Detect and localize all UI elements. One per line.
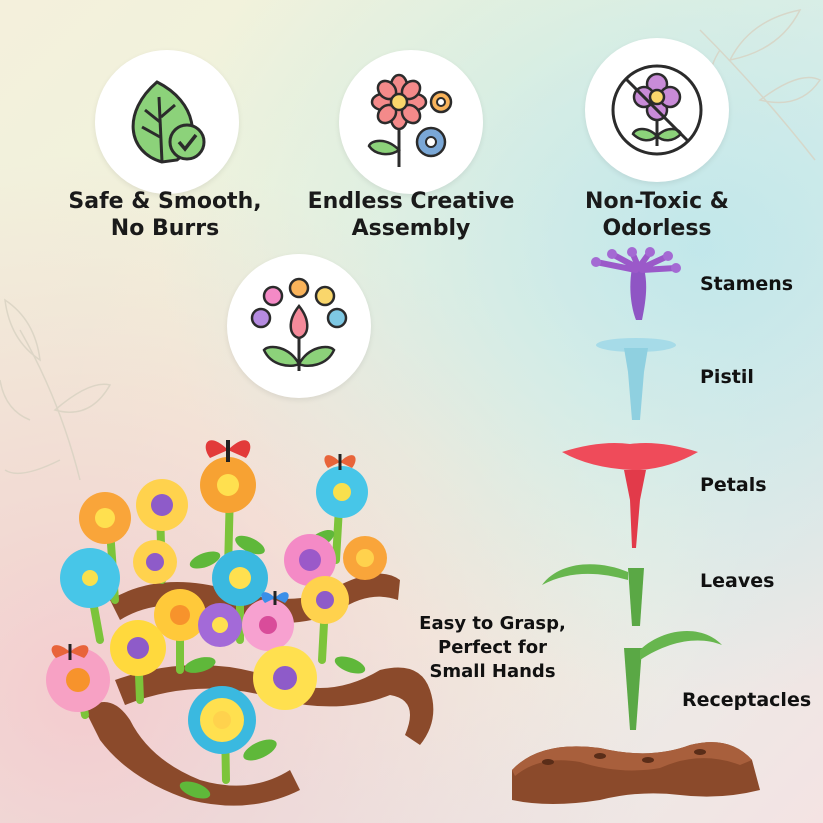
pistil-part — [596, 338, 676, 420]
feature-caption-creative: Endless Creative Assembly — [296, 188, 526, 242]
easy-grasp-line3: Small Hands — [429, 661, 556, 682]
easy-grasp-caption: Easy to Grasp, Perfect for Small Hands — [410, 612, 575, 684]
feature-caption-nontoxic-line1: Non-Toxic & — [585, 189, 729, 214]
feature-circle-safe — [95, 50, 239, 194]
feature-circle-creative — [339, 50, 483, 194]
leaf-check-icon — [131, 80, 206, 164]
stamens-part — [591, 247, 681, 320]
petals-part — [562, 443, 698, 548]
label-pistil: Pistil — [700, 366, 754, 388]
label-leaves: Leaves — [700, 570, 775, 592]
flower-gears-icon — [367, 73, 453, 167]
easy-grasp-line1: Easy to Grasp, — [419, 613, 566, 634]
butterfly-decorations — [51, 440, 356, 660]
feature-caption-safe-line1: Safe & Smooth, — [68, 189, 262, 214]
easy-grasp-line2: Perfect for — [438, 637, 547, 658]
feature-circle-bloom — [227, 254, 371, 398]
feature-caption-nontoxic-line2: Odorless — [602, 216, 712, 241]
feature-caption-safe: Safe & Smooth, No Burrs — [50, 188, 280, 242]
feature-circle-nontoxic — [585, 38, 729, 182]
feature-caption-nontoxic: Non-Toxic & Odorless — [542, 188, 772, 242]
feature-caption-creative-line2: Assembly — [351, 216, 471, 241]
receptacle-base — [512, 742, 760, 804]
colorful-bloom-icon — [250, 277, 348, 371]
label-stamens: Stamens — [700, 273, 794, 295]
label-petals: Petals — [700, 474, 767, 496]
feature-caption-safe-line2: No Burrs — [110, 216, 220, 241]
label-receptacles: Receptacles — [682, 689, 812, 711]
garden-flowers — [46, 457, 387, 754]
leaf-part-lower — [624, 631, 722, 730]
feature-caption-creative-line1: Endless Creative — [307, 189, 515, 214]
leaf-part-upper — [542, 564, 644, 626]
no-flower-icon — [611, 64, 703, 156]
